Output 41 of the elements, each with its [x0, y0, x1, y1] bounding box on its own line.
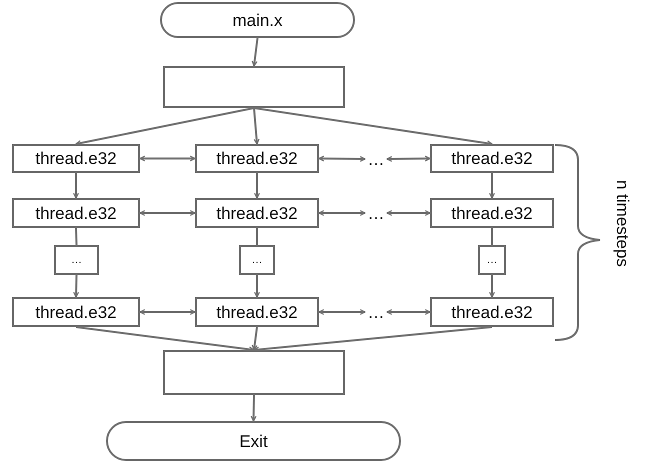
ellipsis-box: …: [54, 245, 99, 275]
empty-box: [163, 350, 345, 395]
arrow: [73, 274, 80, 298]
ellipsis-box: …: [478, 245, 506, 275]
arrow: [139, 309, 196, 315]
arrow: [252, 38, 258, 67]
process-box: thread.e32: [12, 144, 140, 173]
process-box: thread.e32: [195, 144, 319, 173]
ellipsis-box: …: [239, 245, 275, 275]
arrow: [253, 108, 260, 145]
process-box: thread.e32: [195, 297, 319, 327]
arrow: [76, 326, 255, 352]
ellipsis-text: …: [365, 299, 387, 325]
arrow: [318, 309, 366, 315]
process-box: thread.e32: [195, 198, 319, 228]
arrow: [250, 394, 257, 422]
process-box: thread.e32: [430, 297, 554, 327]
arrow: [73, 173, 79, 199]
process-box: thread.e32: [12, 198, 140, 228]
process-box: thread.e32: [12, 297, 140, 327]
process-box: thread.e32: [430, 144, 554, 173]
ellipsis-text: …: [365, 146, 387, 172]
arrow: [254, 107, 493, 146]
arrow: [386, 156, 431, 162]
arrow: [386, 309, 431, 315]
arrow: [139, 156, 196, 162]
arrow: [253, 326, 492, 353]
arrow: [139, 210, 196, 216]
side-label: n timesteps: [612, 180, 632, 267]
arrow: [252, 326, 258, 351]
arrow: [75, 107, 254, 146]
arrow: [489, 173, 495, 199]
arrow: [254, 275, 260, 298]
arrow: [489, 275, 495, 298]
empty-box: [163, 66, 345, 108]
arrow: [318, 210, 366, 216]
arrow: [318, 156, 366, 162]
arrow: [254, 173, 260, 199]
ellipsis-text: …: [365, 200, 387, 226]
arrow: [386, 210, 431, 216]
process-box: thread.e32: [430, 198, 554, 228]
